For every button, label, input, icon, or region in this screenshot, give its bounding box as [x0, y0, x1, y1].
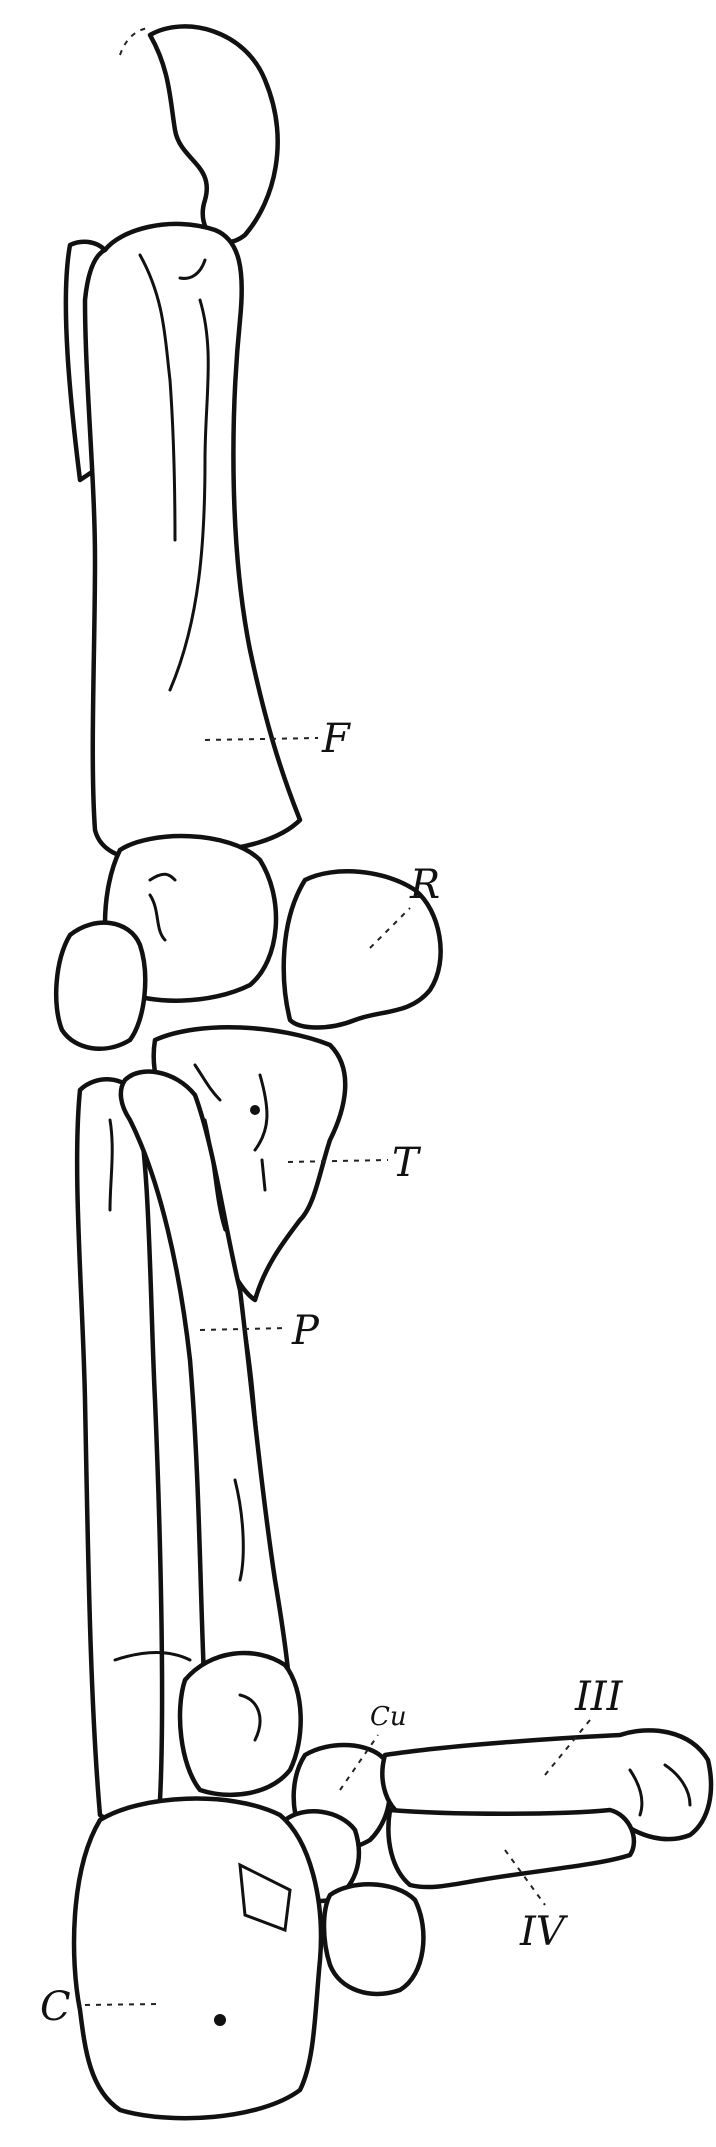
- label-P-text: P: [291, 1308, 320, 1354]
- label-R-text: R: [409, 862, 440, 908]
- femur-bone: [56, 26, 300, 1048]
- label-III-text: III: [574, 1674, 624, 1720]
- metatarsal-bones: [382, 1730, 711, 1887]
- label-IV-text: IV: [519, 1909, 569, 1955]
- label-Cu-text: Cu: [370, 1702, 407, 1732]
- calcaneus-bone: [74, 1799, 321, 2119]
- label-T-text: T: [392, 1140, 422, 1186]
- label-F-text: F: [321, 716, 351, 762]
- label-C-text: C: [40, 1984, 71, 2030]
